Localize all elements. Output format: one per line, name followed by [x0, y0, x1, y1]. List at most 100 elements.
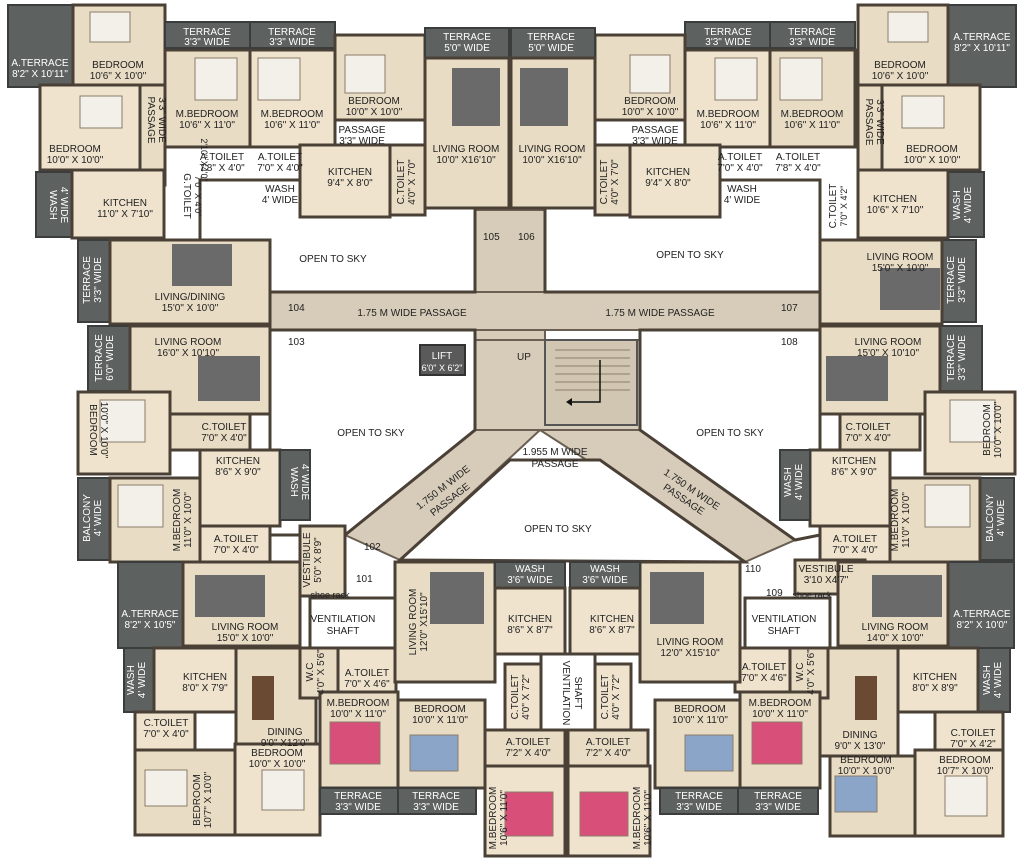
m-bedroom-br-dim: 10'0" X 11'0": [752, 709, 808, 720]
living-tr-name: LIVING ROOM: [519, 144, 586, 155]
bedroom-tcl-name: BEDROOM: [348, 96, 400, 107]
passage-1955-label-b: PASSAGE: [531, 459, 578, 470]
wc-br-name: W.C: [795, 663, 806, 682]
c-toilet-bcr-dim: 4'0" X 7'2": [611, 674, 622, 720]
c-toilet-bcl-name: C.TOILET: [510, 675, 521, 720]
block-mid-left: [76, 324, 347, 598]
kitchen-left: [70, 168, 166, 240]
bedroom-bl2-name: BEDROOM: [251, 748, 303, 759]
a-toilet-ml-name: A.TOILET: [214, 534, 258, 545]
c-toilet-tl-dim: 4'0" X 7'0": [407, 159, 418, 205]
living-dining-name: LIVING/DINING: [155, 292, 226, 303]
living-bcl-dim: 12'0" X15'10": [419, 592, 430, 652]
m-bedroom-t4-name: M.BEDROOM: [781, 109, 844, 120]
wash-bcr-name: WASH: [590, 564, 620, 575]
terrace-mr-name: TERRACE: [946, 334, 957, 382]
g-toilet-name: G.TOILET: [181, 173, 192, 218]
bed-icon: [504, 791, 554, 837]
m-bedroom-bcl-dim: 10'6" X 11'0": [499, 790, 510, 846]
wash-br-name: WASH: [982, 665, 993, 695]
wash-mid-right: [779, 449, 811, 521]
wc-bl-dim: 4'0" X 5'6": [316, 649, 327, 695]
c-toilet-tl-name: C.TOILET: [396, 160, 407, 205]
bedroom-tcr-dim: 10'0" X 10'0": [622, 107, 679, 118]
c-toilet-bottom-right: [933, 710, 1005, 752]
living-r-name: LIVING ROOM: [867, 252, 934, 263]
wash-bcl-dim: 3'6" WIDE: [507, 575, 553, 586]
door-104: 104: [288, 303, 305, 314]
bedroom-r2-dim: 10'0" X 10'0": [904, 155, 961, 166]
passage-label-right: 1.75 M WIDE PASSAGE: [605, 308, 715, 319]
terrace-t5r-name: TERRACE: [527, 32, 575, 43]
wash-bottom-right: [977, 647, 1011, 713]
c-toilet-mid-left: [168, 412, 252, 452]
terrace-b3-name: TERRACE: [675, 791, 723, 802]
rug-icon: [430, 572, 484, 624]
kitchen-r-dim: 10'6" X 7'10": [867, 205, 924, 216]
bed-icon: [344, 54, 386, 94]
stair-arrow-icon: [572, 360, 601, 403]
m-bedroom-mr-name: M.BEDROOM: [890, 489, 901, 552]
ventilation-shaft-center: [539, 652, 597, 732]
living-br-dim: 14'0" X 10'0": [867, 633, 924, 644]
bed-icon: [99, 399, 146, 443]
terrace-top-5-right: [510, 27, 596, 59]
kitchen-tl-name: KITCHEN: [328, 167, 372, 178]
bedroom-bcl-dim: 10'0" X 11'0": [412, 715, 468, 726]
kitchen-right: [856, 168, 950, 240]
passage-label-left: 1.75 M WIDE PASSAGE: [357, 308, 467, 319]
door-106: 106: [518, 232, 535, 243]
wash-r-name: WASH: [952, 190, 963, 220]
a-toilet-t2-dim: 7'0" X 4'0": [257, 163, 303, 174]
terrace-lv-dim: 3'3" WIDE: [93, 257, 104, 303]
wash-left: [35, 171, 73, 238]
wash-bottom-center-left: [494, 561, 566, 589]
a-toilet-bl-dim: 7'0" X 4'6": [344, 679, 390, 690]
bed-icon: [944, 775, 988, 817]
wc-bl-name: W.C: [305, 663, 316, 682]
bed-icon: [257, 57, 301, 101]
passage-tl-dim: 3'3" WIDE: [339, 136, 385, 147]
kitchen-mid-left: [198, 448, 282, 528]
a-toilet-t4-name: A.TOILET: [776, 152, 820, 163]
kitchen-bcr-name: KITCHEN: [590, 614, 634, 625]
terrace-t3-name: TERRACE: [704, 27, 752, 38]
c-toilet-rv-dim: 7'0" X 4'2": [839, 186, 849, 227]
bedroom-tcr-name: BEDROOM: [624, 96, 676, 107]
kitchen-bottom-center-left: [493, 586, 567, 656]
a-terrace-bottom-right: [947, 561, 1015, 649]
bedroom-bl2-dim: 10'0" X 10'0": [249, 759, 306, 770]
kitchen-tl-dim: 9'4" X 8'0": [327, 178, 373, 189]
bedroom-bl1-name: BEDROOM: [192, 774, 203, 826]
a-toilet-mr-dim: 7'0" X 4'0": [832, 545, 878, 556]
wash-br-dim: 4' WIDE: [993, 661, 1004, 698]
kitchen-mr-dim: 8'6" X 9'0": [831, 467, 877, 478]
a-toilet-bcl-name: A.TOILET: [506, 737, 550, 748]
kitchen-r-name: KITCHEN: [873, 194, 917, 205]
terrace-b2-name: TERRACE: [412, 791, 460, 802]
living-ml-name: LIVING ROOM: [155, 337, 222, 348]
m-bedroom-mr-dim: 11'0" X 10'0": [901, 492, 912, 548]
kitchen-tr-dim: 9'4" X 8'0": [645, 178, 691, 189]
bedroom-ml-name: BEDROOM: [87, 404, 98, 456]
living-ml-dim: 16'0" X 10'10": [157, 348, 220, 359]
m-bedroom-t1-dim: 10'6" X 11'0": [179, 120, 235, 131]
kitchen-bcl-name: KITCHEN: [508, 614, 552, 625]
open-sky-mid-right: [638, 328, 822, 542]
c-toilet-rv-name: C.TOILET: [828, 184, 839, 229]
a-toilet-bcr-name: A.TOILET: [586, 737, 630, 748]
m-bedroom-bcr-dim: 10'6" X 11'0": [643, 790, 654, 846]
bedroom-br1-name: BEDROOM: [840, 755, 892, 766]
block-bottom-left: [117, 560, 567, 858]
vestibule-r-name: VESTIBULE: [798, 564, 853, 575]
wash-tr-name: WASH: [727, 184, 757, 195]
kitchen-bcr-dim: 8'6" X 8'7": [589, 625, 635, 636]
door-110: 110: [745, 564, 761, 575]
c-toilet-top-left: [388, 143, 427, 217]
terrace-b3-dim: 3'3" WIDE: [676, 802, 722, 813]
kitchen-ml-name: KITCHEN: [216, 456, 260, 467]
bedroom-l2-name: BEDROOM: [49, 144, 101, 155]
terrace-t1-dim: 3'3" WIDE: [184, 37, 230, 48]
block-mid-right: [779, 324, 1017, 596]
